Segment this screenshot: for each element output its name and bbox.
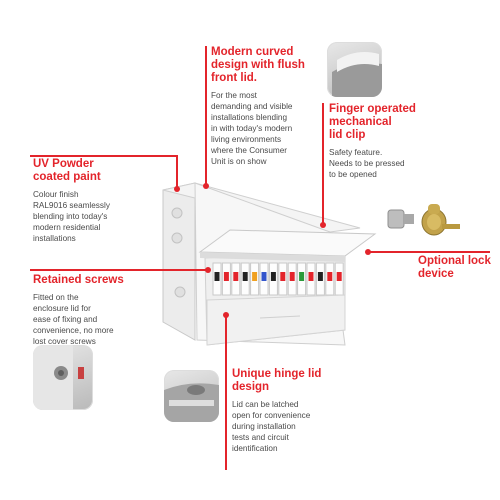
breaker-module — [315, 262, 325, 296]
callout-clip-dot — [320, 222, 326, 228]
callout-screws-leader — [30, 269, 208, 271]
callout-lock-leader — [368, 251, 490, 253]
callout-hinge-title: Unique hinge lid design — [232, 368, 322, 393]
breaker-toggle — [299, 272, 305, 281]
callout-hinge: Unique hinge lid design Lid can be latch… — [232, 368, 362, 454]
callout-uv-title: UV Powder coated paint — [33, 158, 101, 183]
callout-lid-clip: Finger operated mechanical lid clip Safe… — [329, 103, 459, 180]
lock-and-key-icon — [384, 196, 464, 246]
breaker-module — [287, 262, 297, 296]
breaker-module — [212, 262, 222, 296]
callout-screws-dot — [205, 267, 211, 273]
breaker-toggle — [289, 272, 295, 281]
breaker-module — [250, 262, 260, 296]
hinge-photo — [164, 370, 219, 422]
callout-retained-screws: Retained screws Fitted on the enclosure … — [33, 274, 163, 347]
breaker-toggle — [242, 272, 248, 281]
breaker-toggle — [270, 272, 276, 281]
breaker-module — [221, 262, 231, 296]
breaker-toggle — [214, 272, 220, 281]
breaker-module — [278, 262, 288, 296]
callout-uv-paint: UV Powder coated paint Colour finish RAL… — [33, 158, 153, 244]
breaker-toggle — [308, 272, 314, 281]
breaker-toggle — [261, 272, 267, 281]
breaker-module — [268, 262, 278, 296]
lid-clip-photo — [327, 42, 382, 97]
callout-lock-title: Optional lock device — [418, 255, 491, 280]
breaker-module — [306, 262, 316, 296]
callout-curved-title: Modern curved design with flush front li… — [211, 46, 305, 84]
callout-clip-leader — [322, 103, 324, 225]
breaker-toggle — [336, 272, 342, 281]
callout-screws-title: Retained screws — [33, 274, 124, 286]
callout-hinge-desc: Lid can be latched open for convenience … — [232, 400, 311, 453]
breaker-module — [334, 262, 344, 296]
breaker-toggle — [327, 272, 333, 281]
callout-screws-desc: Fitted on the enclosure lid for ease of … — [33, 293, 114, 346]
callout-lock: Optional lock device — [418, 255, 498, 281]
callout-lock-dot — [365, 249, 371, 255]
breaker-toggle — [280, 272, 286, 281]
breaker-module — [259, 262, 269, 296]
callout-uv-leader — [30, 155, 178, 157]
callout-uv-leader-v — [176, 155, 178, 188]
breaker-toggle — [317, 272, 323, 281]
callout-curved-desc: For the most demanding and visible insta… — [211, 91, 293, 166]
callout-uv-desc: Colour finish RAL9016 seamlessly blendin… — [33, 190, 110, 243]
callout-hinge-dot — [223, 312, 229, 318]
callout-clip-title: Finger operated mechanical lid clip — [329, 103, 416, 141]
breaker-module — [231, 262, 241, 296]
breaker-module — [240, 262, 250, 296]
breaker-toggle — [252, 272, 258, 281]
callout-curved-design: Modern curved design with flush front li… — [211, 46, 341, 167]
callout-hinge-leader — [225, 315, 227, 470]
callout-uv-dot — [174, 186, 180, 192]
breaker-toggle — [223, 272, 229, 281]
callout-curved-dot — [203, 183, 209, 189]
breaker-module — [325, 262, 335, 296]
retained-screw-photo — [33, 345, 93, 410]
callout-curved-leader — [205, 46, 207, 186]
callout-clip-desc: Safety feature. Needs to be pressed to b… — [329, 148, 405, 179]
breaker-toggle — [233, 272, 239, 281]
breaker-module — [297, 262, 307, 296]
